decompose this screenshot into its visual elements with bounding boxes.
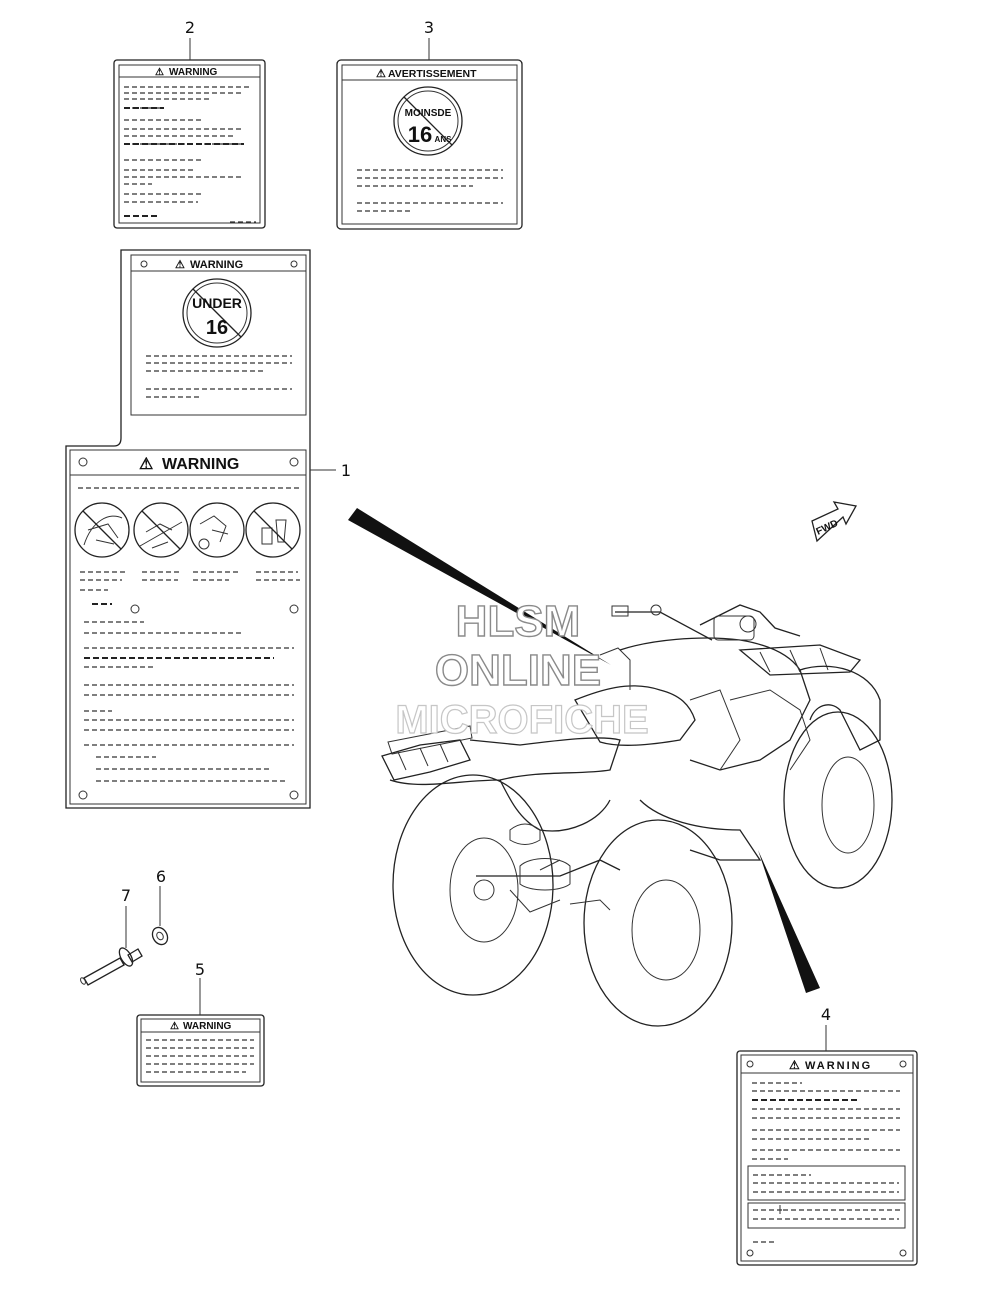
fwd-marker-text: FWD: [815, 518, 840, 538]
callout-1: 1: [341, 461, 351, 480]
label-1-sign-text: UNDER: [192, 295, 242, 311]
label-4-title: WARNING: [805, 1060, 872, 1072]
watermark: HLSM ONLINE MICROFICHE: [395, 596, 650, 742]
callout-7: 7: [121, 886, 131, 905]
atv-vehicle-illustration: [381, 604, 893, 1027]
callout-2: 2: [185, 18, 195, 37]
label-2-warning-decal[interactable]: ⚠ WARNING: [113, 59, 266, 229]
label-3-sign-number: 16: [408, 122, 432, 147]
label-1-main-title: WARNING: [162, 456, 239, 473]
warning-triangle-icon: ⚠: [170, 1021, 179, 1032]
watermark-line-3: MICROFICHE: [395, 698, 648, 742]
no-alcohol-pictogram-icon: [245, 502, 301, 558]
label-3-sign-text: MOINSDE: [405, 108, 452, 119]
watermark-line-1: HLSM: [456, 597, 581, 646]
callout-6: 6: [156, 867, 166, 886]
callout-3: 3: [424, 18, 434, 37]
no-riding-without-helmet-pictogram-icon: [189, 502, 245, 558]
leader-lines: [125, 38, 827, 1051]
label-4-warning-decal[interactable]: ⚠ WARNING: [736, 1050, 918, 1266]
part-6-washer[interactable]: [149, 925, 170, 948]
label-5-warning-decal[interactable]: ⚠ WARNING: [136, 1014, 265, 1087]
label-1-top-title: WARNING: [190, 259, 243, 271]
label-3-sign-unit: ANS: [435, 135, 453, 144]
label-1-sign-number: 16: [206, 317, 228, 339]
warning-triangle-icon: ⚠: [155, 67, 164, 78]
no-paved-road-pictogram-icon: [133, 502, 189, 558]
warning-triangle-icon: ⚠: [139, 456, 153, 473]
warning-triangle-icon: ⚠: [376, 68, 386, 80]
label-3-title: AVERTISSEMENT: [388, 68, 477, 80]
label-3-avertissement-decal[interactable]: ⚠ AVERTISSEMENT MOINSDE 16 ANS: [336, 59, 523, 230]
label-5-title: WARNING: [183, 1021, 232, 1032]
callout-4: 4: [821, 1005, 831, 1024]
warning-triangle-icon: ⚠: [175, 259, 185, 271]
fwd-arrow-icon: FWD: [811, 501, 858, 543]
watermark-line-2: ONLINE: [435, 646, 601, 695]
warning-triangle-icon: ⚠: [789, 1058, 800, 1072]
label-1-warning-decal[interactable]: ⚠ WARNING UNDER 16 ⚠ WARNING: [65, 249, 311, 809]
label-1-location-pointer: [348, 508, 611, 665]
callout-5: 5: [195, 960, 205, 979]
label-2-title: WARNING: [169, 67, 218, 78]
part-7-rivet[interactable]: [80, 946, 143, 986]
no-passenger-pictogram-icon: [74, 502, 130, 558]
label-4-location-pointer: [758, 850, 820, 993]
